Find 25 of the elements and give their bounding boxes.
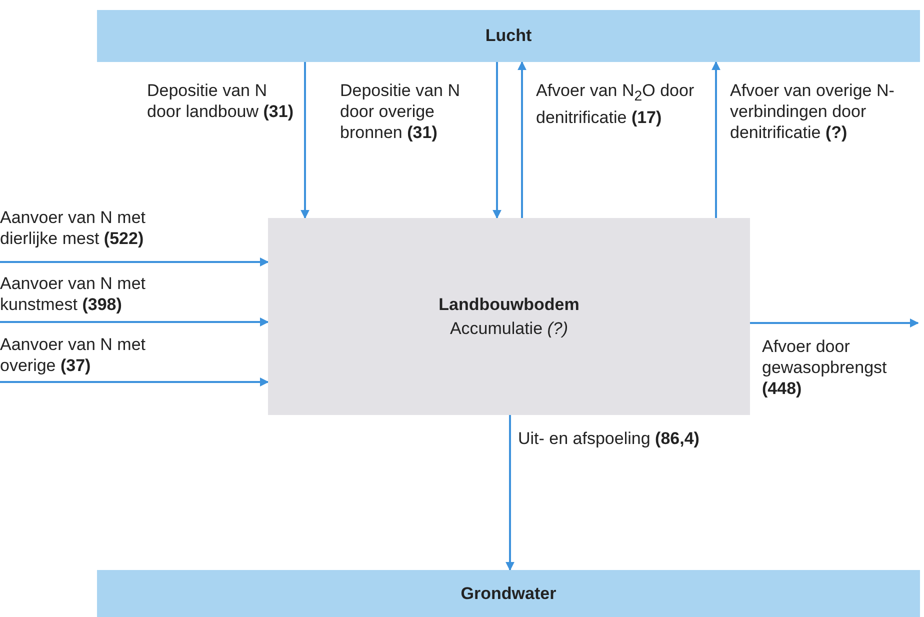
arrow	[750, 318, 919, 328]
arrow	[712, 61, 720, 218]
edge-label: Afvoer van overige N-verbindingen door denitrificatie (?)	[730, 80, 896, 143]
edge-label: Depositie van N door overige bronnen (31)	[340, 80, 462, 143]
arrow	[492, 62, 502, 219]
arrow	[518, 61, 526, 218]
edge-label: Aanvoer van N met overige (37)	[0, 334, 147, 376]
edge-label: Aanvoer van N met kunstmest (398)	[0, 273, 147, 315]
arrow	[0, 378, 269, 386]
arrow	[300, 62, 310, 219]
edge-label: Depositie van N door landbouw (31)	[147, 80, 294, 122]
sky-band	[97, 10, 920, 62]
node-subtitle: Accumulatie (?)	[450, 318, 568, 338]
arrow	[506, 415, 514, 571]
edge-label: Aanvoer van N met dierlijke mest (522)	[0, 207, 147, 249]
edge-label: Uit- en afspoeling (86,4)	[518, 428, 700, 449]
arrow	[0, 258, 269, 266]
soil-box	[268, 218, 750, 415]
groundwater-band	[97, 570, 920, 617]
arrow	[0, 318, 269, 326]
edge-label: Afvoer door gewasopbrengst (448)	[762, 336, 888, 399]
edge-label: Afvoer van N$_{2}$O door denitrificatie (17)	[536, 80, 696, 128]
node-title: Landbouwbodem	[438, 294, 580, 314]
node-title: Lucht	[485, 26, 532, 46]
node-title: Grondwater	[460, 584, 556, 604]
